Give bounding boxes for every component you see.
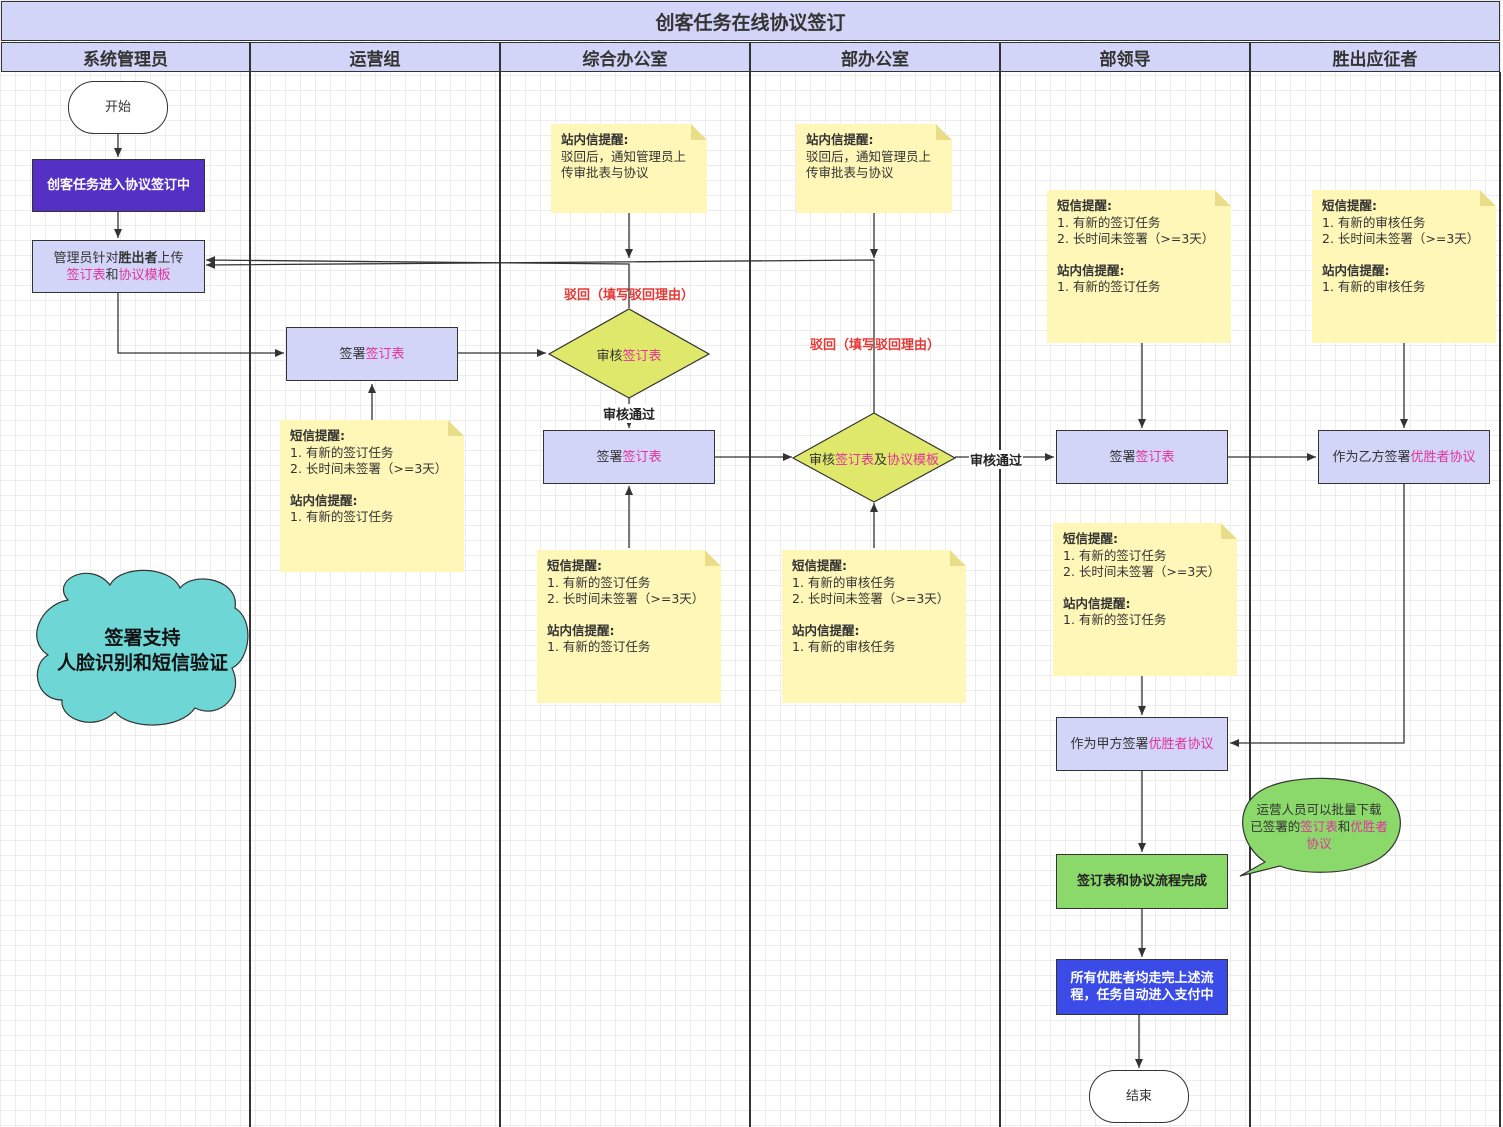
end-terminal: 结束: [1089, 1070, 1189, 1123]
office-sign-label: 签署签订表: [596, 449, 662, 465]
dept-review-label: 审核签订表及协议模板: [808, 452, 940, 468]
all-done-label: 所有优胜者均走完上述流程，任务自动进入支付中: [1070, 971, 1214, 1003]
office-reject-note: 站内信提醒: 驳回后，通知管理员上 传审批表与协议: [551, 124, 707, 213]
leader-sign-node: 签署签订表: [1056, 430, 1228, 484]
lane-divider: [1249, 72, 1251, 1127]
lane-header-admin: 系统管理员: [1, 42, 250, 72]
all-done-node: 所有优胜者均走完上述流程，任务自动进入支付中: [1056, 959, 1228, 1015]
office-reminder-note: 短信提醒: 1. 有新的签订任务 2. 长时间未签署（>=3天） 站内信提醒: …: [537, 550, 721, 703]
lane-header-winner: 胜出应征者: [1250, 42, 1500, 72]
diagram-title: 创客任务在线协议签订: [1, 1, 1500, 41]
party-a-sign-label: 作为甲方签署优胜者协议: [1070, 736, 1214, 752]
end-label: 结束: [1125, 1089, 1152, 1104]
office-review-label: 审核签订表: [596, 348, 662, 364]
lane-header-ops: 运营组: [250, 42, 500, 72]
review-diamond-dept: [791, 412, 957, 503]
lane-divider: [1499, 72, 1501, 1127]
review-diamond-office: [547, 308, 711, 399]
reject-label-office: 驳回（填写驳回理由）: [564, 288, 695, 303]
flow-complete-node: 签订表和协议流程完成: [1056, 854, 1228, 909]
lane-divider: [249, 72, 251, 1127]
start-label: 开始: [104, 100, 131, 115]
lane-divider: [749, 72, 751, 1127]
flow-complete-label: 签订表和协议流程完成: [1076, 874, 1207, 889]
party-b-sign-node: 作为乙方签署优胜者协议: [1318, 430, 1490, 484]
dept-reminder-note: 短信提醒: 1. 有新的审核任务 2. 长时间未签署（>=3天） 站内信提醒: …: [782, 550, 966, 703]
leader-reminder-note-bottom: 短信提醒: 1. 有新的签订任务 2. 长时间未签署（>=3天） 站内信提醒: …: [1053, 523, 1237, 676]
leader-reminder-note-top: 短信提醒: 1. 有新的签订任务 2. 长时间未签署（>=3天） 站内信提醒: …: [1047, 190, 1231, 343]
lane-divider: [999, 72, 1001, 1127]
winner-reminder-note: 短信提醒: 1. 有新的审核任务 2. 长时间未签署（>=3天） 站内信提醒: …: [1312, 190, 1496, 343]
cloud-shape: [36, 569, 249, 726]
pass-label-dept: 审核通过: [969, 450, 1024, 469]
upload-label: 管理员针对胜出者上传签订表和协议模板: [53, 250, 184, 283]
leader-sign-label: 签署签订表: [1109, 449, 1175, 465]
pass-label-office: 审核通过: [602, 404, 657, 423]
lane-header-general-office: 综合办公室: [500, 42, 750, 72]
enter-signing-node: 创客任务进入协议签订中: [32, 159, 205, 212]
lane-header-dept-office: 部办公室: [750, 42, 1000, 72]
office-sign-node: 签署签订表: [543, 430, 715, 484]
cloud-text: 签署支持 人脸识别和短信验证: [56, 627, 228, 674]
party-b-sign-label: 作为乙方签署优胜者协议: [1332, 449, 1476, 465]
start-terminal: 开始: [68, 81, 168, 134]
upload-node: 管理员针对胜出者上传签订表和协议模板: [32, 240, 205, 293]
lane-divider: [499, 72, 501, 1127]
enter-signing-label: 创客任务进入协议签订中: [46, 178, 190, 193]
callout-bubble-text: 运营人员可以批量下载 已签署的签订表和优胜者协议: [1250, 802, 1388, 851]
ops-reminder-note: 短信提醒: 1. 有新的签订任务 2. 长时间未签署（>=3天） 站内信提醒: …: [280, 420, 464, 572]
party-a-sign-node: 作为甲方签署优胜者协议: [1056, 717, 1228, 771]
ops-sign-node: 签署签订表: [286, 327, 458, 381]
dept-reject-note: 站内信提醒: 驳回后，通知管理员上 传审批表与协议: [796, 124, 952, 213]
callout-bubble-shape: [1239, 777, 1401, 877]
lane-header-dept-leader: 部领导: [1000, 42, 1250, 72]
ops-sign-label: 签署签订表: [339, 346, 405, 362]
reject-label-dept: 驳回（填写驳回理由）: [810, 338, 941, 353]
